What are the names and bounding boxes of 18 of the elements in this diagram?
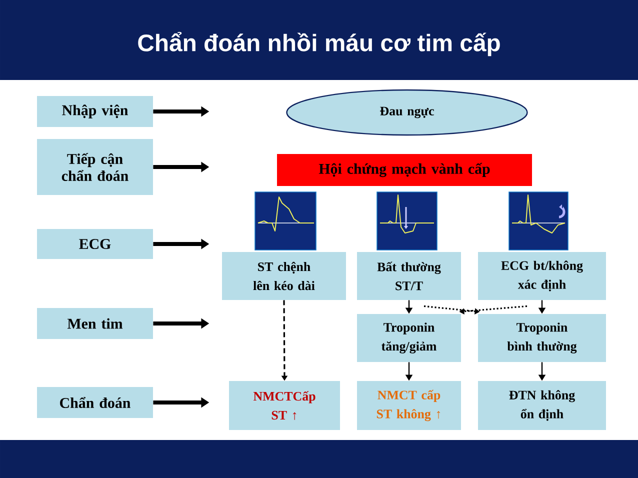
stage-box: Men tim: [37, 308, 153, 339]
finding-box: ST chệnh lên kéo dài: [222, 252, 346, 300]
stage-box: Nhập viện: [37, 96, 153, 127]
finding-box: ECG bt/không xác định: [478, 252, 606, 300]
picture: [254, 192, 316, 250]
picture: [376, 192, 438, 250]
finding-box: ĐTN không ổn định: [478, 381, 606, 430]
diagnosis-box: NMCT cấp ST không ↑: [357, 381, 461, 430]
picture: [508, 192, 568, 250]
stage-box: ECG: [37, 229, 153, 259]
diagnosis-box: NMCTCấp ST ↑: [229, 381, 340, 430]
syndrome-banner: Hội chứng mạch vành cấp: [277, 154, 532, 186]
stage-box: Tiếp cận chẩn đoán: [37, 139, 153, 195]
finding-box: Troponin bình thường: [478, 314, 606, 362]
title: Chẩn đoán nhồi máu cơ tim cấp: [138, 32, 500, 56]
finding-box: Bất thường ST/T: [357, 252, 461, 300]
finding-box: Troponin tăng/giảm: [357, 314, 461, 362]
stage-box: Chẩn đoán: [37, 387, 153, 418]
